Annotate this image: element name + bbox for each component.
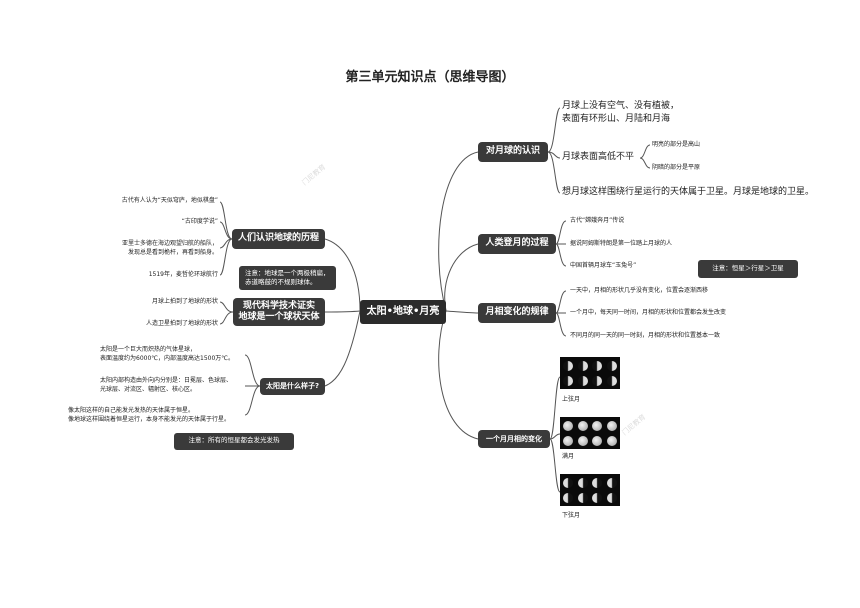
branch-moon-landing: 人类登月的过程 — [478, 234, 556, 254]
note-star-order: 注意：恒星＞行星＞卫星 — [698, 260, 798, 278]
moon-label-last-quarter: 下弦月 — [562, 512, 581, 519]
phase-rule-year: 不同月的同一天的同一时刻，月相的形状和位置基本一致 — [570, 332, 721, 339]
branch-sun: 太阳是什么样子? — [260, 378, 325, 395]
landing-yutu: 中国首辆月球车“玉兔号” — [570, 262, 637, 269]
moon-fact-satellite: 想月球这样围绕行星运行的天体属于卫星。月球是地球的卫星。 — [562, 187, 815, 197]
earth-history-magellan: 1519年，麦哲伦环球航行 — [148, 271, 218, 278]
central-topic: 太阳•地球•月亮 — [360, 300, 446, 324]
earth-history-aristotle: 亚里士多德在海边观望归航的船队， 发现总是看到桅杆，再看到船身。 — [121, 240, 218, 256]
moon-fact-uneven: 月球表面高低不平 — [562, 152, 635, 162]
branch-earth-science: 现代科学技术证实 地球是一个球状天体 — [233, 298, 325, 326]
earth-history-india: “古印度学说” — [181, 218, 218, 225]
landing-legend: 古代“嫦娥奔月”传说 — [570, 217, 625, 224]
sun-fact-star: 像太阳这样的自己能发光发热的天体属于恒星。 像地球这样围绕着恒星运行，本身不能发… — [68, 407, 231, 423]
landing-armstrong: 据说阿姆斯特朗是第一位踏上月球的人 — [570, 240, 673, 247]
page-title: 第三单元知识点（思维导图） — [345, 70, 515, 85]
moon-fact-bright: 明亮的部分是高山 — [652, 141, 701, 148]
note-stars-shine: 注意：所有的恒星都会发光发热 — [174, 433, 294, 450]
branch-phase-month: 一个月月相的变化 — [478, 430, 550, 448]
moon-photo-last-quarter — [560, 474, 620, 506]
earth-science-moon-photo: 月球上拍到了地球的形状 — [151, 298, 218, 305]
moon-fact-dark: 阴暗的部分是平原 — [652, 164, 701, 171]
moon-photo-first-quarter — [560, 357, 620, 389]
moon-label-full: 满月 — [562, 453, 575, 460]
branch-phase-rule: 月相变化的规律 — [478, 303, 556, 323]
moon-label-first-quarter: 上弦月 — [562, 396, 581, 403]
note-earth-shape: 注意：地球是一个两极稍扁， 赤道略鼓的不规则球体。 — [239, 266, 336, 290]
moon-photo-full — [560, 417, 620, 449]
phase-rule-day: 一天中，月相的形状几乎没有变化，位置会逐渐西移 — [570, 287, 709, 294]
earth-science-satellite-photo: 人造卫星拍到了地球的形状 — [145, 320, 218, 327]
branch-earth-history: 人们认识地球的历程 — [232, 229, 325, 249]
sun-fact-structure: 太阳内部构造由外向内分别是：日冕层、色球层、 光球层、对流区、辐射区、核心区。 — [100, 377, 233, 393]
sun-fact-gas: 太阳是一个巨大而炽热的气体星球， 表面温度约为6000℃，内部温度高达1500万… — [100, 346, 235, 362]
moon-fact-surface: 月球上没有空气、没有植被， 表面有环形山、月陆和月海 — [562, 101, 680, 124]
earth-history-ancient: 古代有人认为“天似穹庐，地似棋盘” — [121, 197, 218, 204]
phase-rule-month: 一个月中，每天同一时间，月相的形状和位置都会发生改变 — [570, 309, 727, 316]
branch-moon-knowledge: 对月球的认识 — [478, 142, 548, 162]
